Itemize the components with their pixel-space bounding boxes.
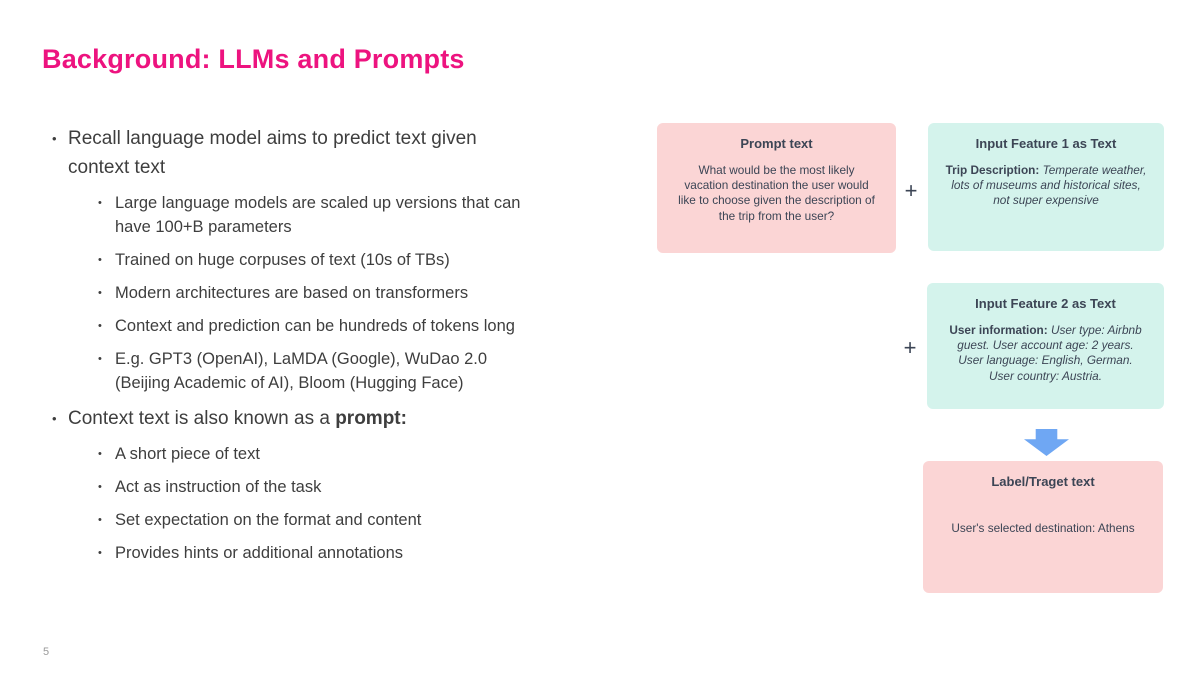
bullet-item: • Provides hints or additional annotatio…	[98, 541, 620, 565]
label-target-box: Label/Traget text User's selected destin…	[923, 461, 1163, 593]
bullet-marker: •	[98, 547, 102, 559]
page-number: 5	[43, 646, 50, 658]
bullet-item: • Trained on huge corpuses of text (10s …	[98, 248, 620, 272]
bullet-item: • Recall language model aims to predict …	[45, 124, 620, 182]
prompt-box-body: What would be the most likely vacation d…	[678, 163, 875, 223]
bullet-marker: •	[98, 353, 102, 365]
bullet-item: • Act as instruction of the task	[98, 475, 620, 499]
prompt-text-box: Prompt text What would be the most likel…	[657, 123, 896, 253]
bullet-text: Context and prediction can be hundreds o…	[115, 317, 515, 335]
bullet-item: • Set expectation on the format and cont…	[98, 508, 620, 532]
slide-title: Background: LLMs and Prompts	[42, 44, 465, 74]
label-box-body: User's selected destination: Athens	[951, 521, 1135, 535]
prompt-box-title: Prompt text	[740, 136, 813, 151]
bullet-marker: •	[98, 514, 102, 526]
bullet-text: Large language models are scaled up vers…	[115, 194, 521, 236]
bullet-marker: •	[98, 197, 102, 209]
feature2-value: User type: Airbnb guest. User account ag…	[957, 323, 1142, 383]
bullet-marker: •	[52, 411, 57, 426]
bullet-item: • A short piece of text	[98, 442, 620, 466]
bullet-marker: •	[52, 131, 57, 146]
bullet-marker: •	[98, 254, 102, 266]
plus-sign-2: +	[903, 335, 917, 360]
feature1-label: Trip Description:	[945, 163, 1043, 177]
bullet-item: • Modern architectures are based on tran…	[98, 281, 620, 305]
bullet-item: • Large language models are scaled up ve…	[98, 191, 620, 239]
bullet-text: A short piece of text	[115, 445, 260, 463]
bullet-text: Set expectation on the format and conten…	[115, 511, 422, 529]
bullet-text-bold: prompt:	[335, 408, 407, 429]
feature1-box-title: Input Feature 1 as Text	[975, 136, 1117, 151]
bullet-list: • Recall language model aims to predict …	[45, 124, 620, 565]
input-feature-2-box: Input Feature 2 as Text User information…	[927, 283, 1164, 409]
bullet-marker: •	[98, 320, 102, 332]
feature2-label: User information:	[949, 323, 1051, 337]
bullet-text: Modern architectures are based on transf…	[115, 284, 469, 302]
bullet-item: • Context and prediction can be hundreds…	[98, 314, 620, 338]
feature1-value: Temperate weather, lots of museums and h…	[951, 163, 1147, 208]
label-box-title: Label/Traget text	[991, 474, 1095, 489]
bullet-text: Provides hints or additional annotations	[115, 544, 404, 562]
bullet-text: Context text is also known as a prompt:	[68, 408, 407, 429]
bullet-text: Trained on huge corpuses of text (10s of…	[115, 251, 450, 269]
bullet-marker: •	[98, 287, 102, 299]
bullet-text: Act as instruction of the task	[115, 478, 322, 496]
bullet-item: • E.g. GPT3 (OpenAI), LaMDA (Google), Wu…	[98, 347, 620, 395]
input-feature-1-box: Input Feature 1 as Text Trip Description…	[928, 123, 1164, 251]
bullet-text: Recall language model aims to predict te…	[68, 128, 477, 178]
bullet-marker: •	[98, 448, 102, 460]
feature1-box-body: Trip Description: Temperate weather, lot…	[928, 163, 1164, 209]
plus-sign-1: +	[904, 178, 918, 203]
feature2-box-body: User information: User type: Airbnb gues…	[927, 323, 1164, 384]
bullet-marker: •	[98, 481, 102, 493]
bullet-text: E.g. GPT3 (OpenAI), LaMDA (Google), WuDa…	[115, 350, 488, 392]
down-arrow-icon	[1024, 429, 1069, 456]
feature2-box-title: Input Feature 2 as Text	[975, 296, 1116, 311]
bullet-item: • Context text is also known as a prompt…	[45, 404, 620, 433]
